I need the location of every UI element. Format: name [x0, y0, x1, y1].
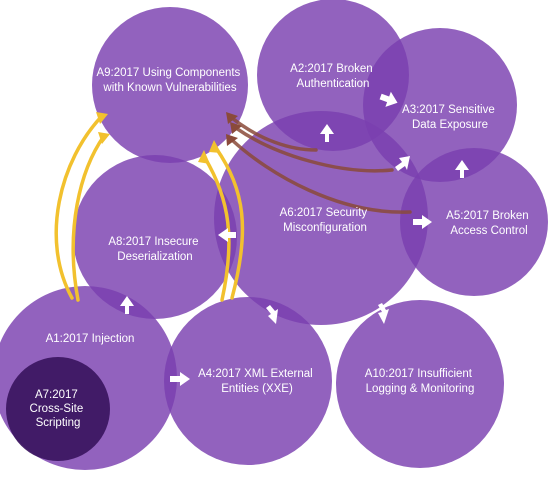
- node-circle-a3: [363, 28, 517, 182]
- arrow-a2-to-a3: [379, 91, 398, 107]
- node-label-a1: A1:2017 Injection: [46, 333, 135, 345]
- node-label-a8: A8:2017 Insecure Deserialization: [108, 236, 201, 263]
- arrow-a1-to-a4: [170, 372, 190, 386]
- node-label-a6: A6:2017 Security Misconfiguration: [280, 207, 371, 234]
- arrow-a5-to-a3: [455, 160, 469, 178]
- arrow-a6-to-a10: [378, 303, 389, 324]
- node-circle-a5: [400, 148, 548, 296]
- brown-connector-2: [234, 126, 394, 173]
- yellow-arrowhead-2: [98, 132, 110, 144]
- brown-arrowhead-1: [226, 112, 238, 124]
- yellow-arrowhead-4: [209, 140, 221, 153]
- brown-connector-3: [230, 138, 412, 214]
- brown-connector-1: [230, 116, 318, 152]
- brown-arrowhead-2: [230, 122, 242, 134]
- node-circle-a7: [6, 357, 110, 461]
- node-circle-a10: [336, 300, 504, 468]
- arrow-a6-to-a4: [266, 305, 278, 324]
- node-label-a4: A4:2017 XML External Entities (XXE): [198, 368, 316, 395]
- node-label-a5: A5:2017 Broken Access Control: [446, 210, 532, 237]
- node-label-a2: A2:2017 Broken Authentication: [290, 63, 376, 90]
- yellow-arrowhead-3: [198, 150, 210, 164]
- node-circle-a4: [164, 297, 332, 465]
- node-label-a7: A7:2017 Cross-Site Scripting: [30, 389, 87, 429]
- arrow-a6-to-a3: [395, 156, 410, 171]
- node-circle-a8: [73, 155, 237, 319]
- yellow-connector-3: [203, 156, 231, 302]
- node-label-a3: A3:2017 Sensitive Data Exposure: [402, 104, 498, 131]
- arrow-a6-to-a5: [413, 215, 432, 229]
- node-circle-a6: [214, 111, 428, 325]
- yellow-arrowhead-1: [96, 112, 108, 124]
- yellow-connector-4: [214, 146, 245, 300]
- yellow-connector-1: [54, 114, 104, 300]
- arrow-a6-to-a8: [218, 228, 236, 242]
- node-label-a10: A10:2017 Insufficient Logging & Monitori…: [365, 368, 475, 395]
- node-label-a9: A9:2017 Using Components with Known Vuln…: [96, 67, 243, 94]
- arrow-a6-to-a2: [320, 124, 334, 142]
- arrow-a1-to-a8: [120, 296, 134, 314]
- node-circle-a9: [92, 7, 248, 163]
- yellow-connector-2: [71, 134, 106, 302]
- brown-arrowhead-3: [226, 134, 238, 146]
